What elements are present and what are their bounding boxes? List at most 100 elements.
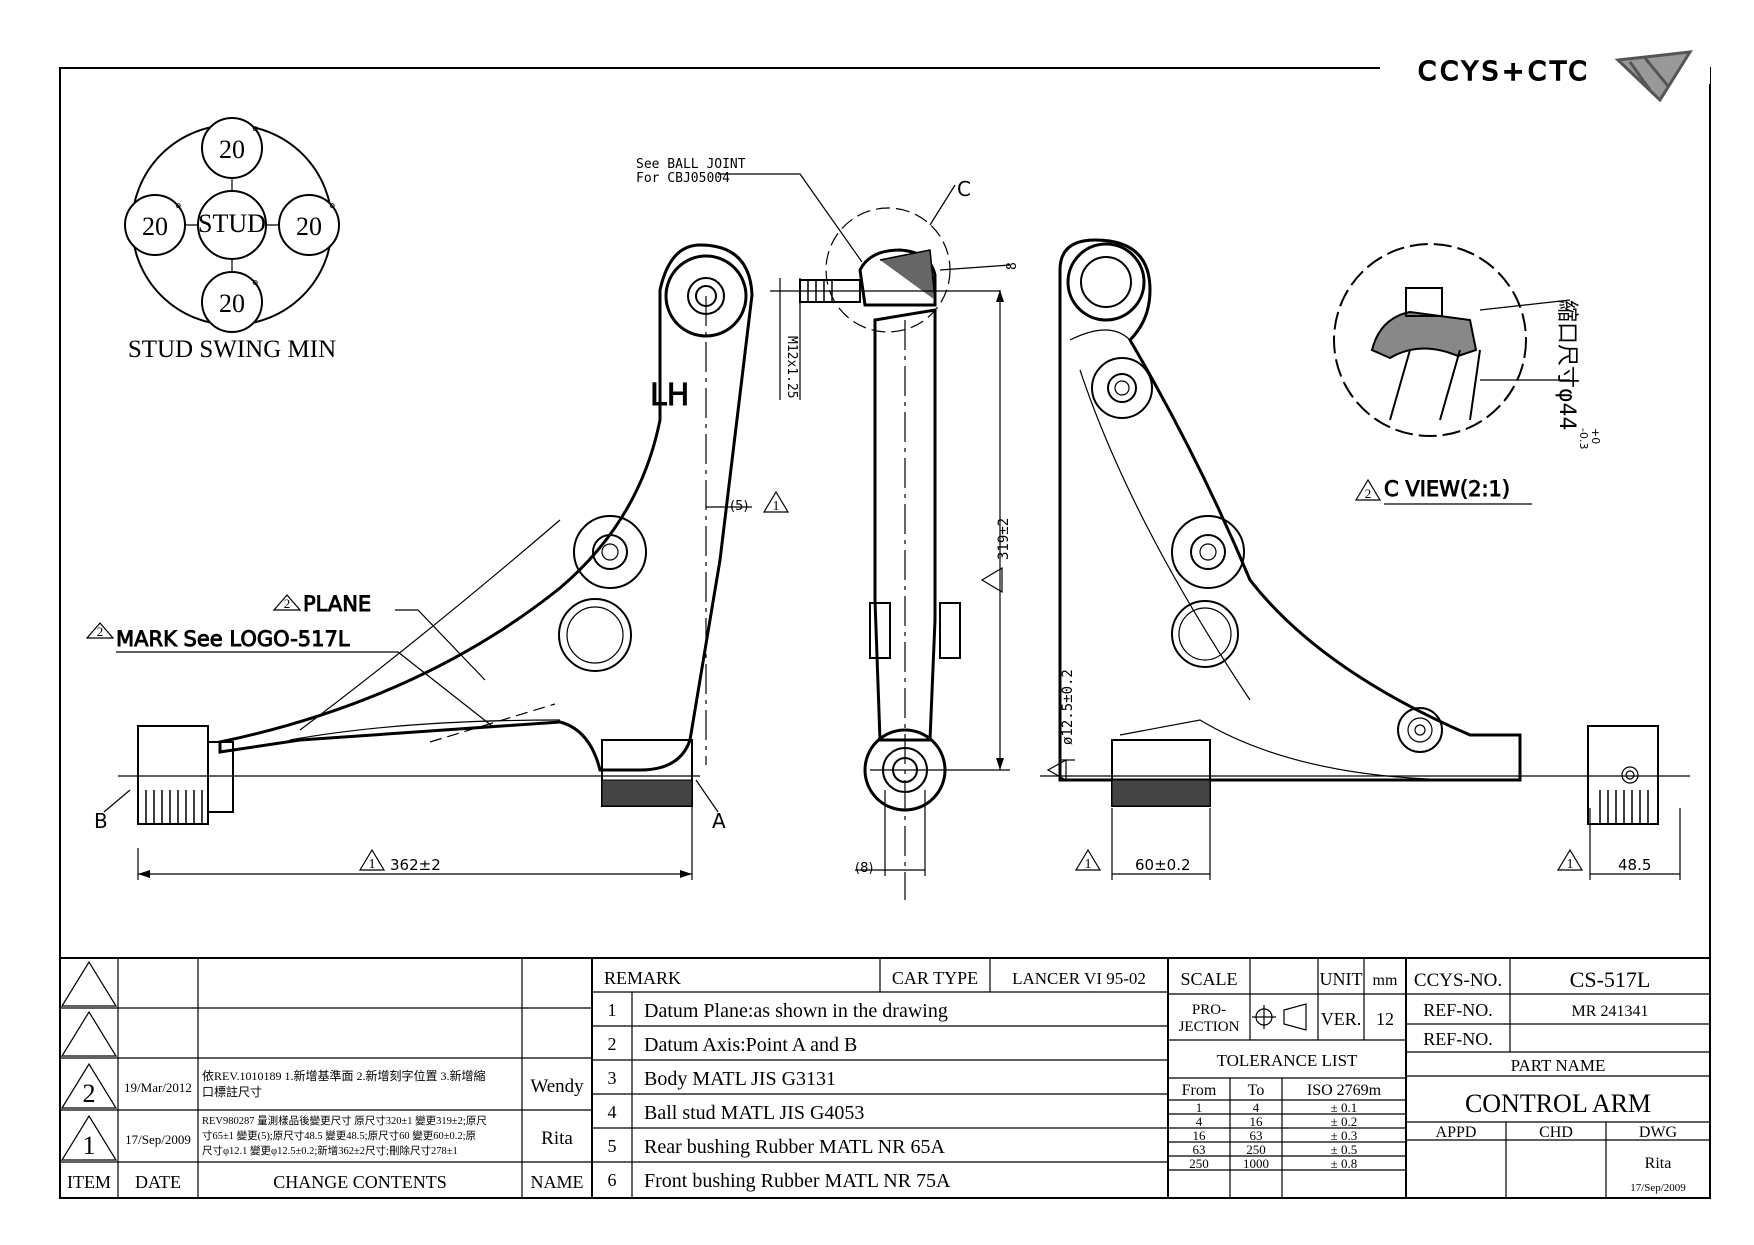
rev-item-2: 2	[83, 1079, 96, 1108]
tri2-cview: 2	[1365, 486, 1372, 501]
rev-contents-2b: 口標註尺寸	[202, 1085, 262, 1099]
swing-angle-left: 20	[142, 212, 168, 241]
tri1-dim5: 1	[773, 499, 780, 514]
shrink-tol-bot: -0.3	[1577, 428, 1590, 449]
dim-48-5: 48.5	[1618, 856, 1651, 874]
hole-2	[558, 598, 632, 672]
tri1-362: 1	[369, 857, 376, 872]
rev-date-2: 19/Mar/2012	[124, 1080, 192, 1095]
lh-label: LH	[650, 378, 689, 413]
ver-value: 12	[1376, 1009, 1394, 1029]
title-block: 2 1 19/Mar/2012 17/Sep/2009 依REV.1010189…	[59, 957, 1711, 1199]
swing-angle-top: 20	[219, 135, 245, 164]
unit-label: UNIT	[1320, 969, 1363, 989]
rev-contents-1c: 尺寸φ12.1 變更φ12.5±0.2;新增362±2尺寸;刪除尺寸278±1	[202, 1144, 458, 1157]
rear-bushing-right	[1587, 725, 1659, 825]
tol-r4-from: 63	[1193, 1142, 1206, 1157]
stud-swing-diagram: STUD 20 20 20 20 ° ° ° ° STUD SWING MIN	[124, 117, 340, 363]
hdr-item: ITEM	[67, 1172, 111, 1192]
dim-5: (5)	[730, 499, 748, 514]
chd-label: CHD	[1539, 1124, 1573, 1141]
tol-r1-from: 1	[1196, 1100, 1203, 1115]
stud-swing-caption: STUD SWING MIN	[128, 336, 336, 363]
projection-symbol-icon	[1252, 1003, 1307, 1031]
ball-joint-callout-2: For CBJ05004	[636, 171, 730, 186]
tol-r2-from: 4	[1196, 1114, 1203, 1129]
logo: CCYS+CTC	[1417, 50, 1693, 103]
dim-362: 362±2	[390, 856, 441, 874]
tri1-60: 1	[1085, 857, 1092, 872]
tol-r5-to: 1000	[1243, 1156, 1269, 1171]
tol-hdr-from: From	[1182, 1082, 1217, 1099]
dim-8a: (8)	[855, 861, 873, 876]
dwg-name: Rita	[1645, 1155, 1672, 1172]
tol-r3-to: 63	[1250, 1128, 1263, 1143]
tol-hdr-iso: ISO 2769m	[1307, 1082, 1382, 1099]
remark-no-5: 5	[608, 1136, 617, 1156]
c-view-label: C VIEW(2:1)	[1384, 477, 1510, 501]
swing-angle-bottom: 20	[219, 289, 245, 318]
stud-label: STUD	[198, 209, 266, 238]
tol-r4-val: ± 0.5	[1331, 1142, 1358, 1157]
tri1-48-5: 1	[1567, 857, 1574, 872]
middle-view: C See BALL JOINT For CBJ05004 M12x1.25 8…	[636, 157, 1020, 900]
hdr-contents: CHANGE CONTENTS	[273, 1172, 447, 1192]
tol-r1-to: 4	[1253, 1100, 1260, 1115]
swing-angle-right: 20	[296, 212, 322, 241]
unit-value: mm	[1373, 972, 1398, 989]
plane-label: PLANE	[303, 592, 371, 616]
shrink-tol-top: +0	[1589, 428, 1602, 444]
remark-header: REMARK	[604, 968, 681, 988]
left-view: 1 362±2 LH (5) 1 2 PLANE 2 MARK See LOGO…	[85, 243, 790, 880]
ref-no-value: MR 241341	[1572, 1003, 1649, 1020]
rev-contents-1b: 寸65±1 變更(5);原尺寸48.5 變更48.5;原尺寸60 變更60±0.…	[202, 1129, 476, 1142]
dwg-label: DWG	[1639, 1124, 1678, 1141]
part-name-label: PART NAME	[1511, 1056, 1606, 1075]
tolerance-title: TOLERANCE LIST	[1217, 1051, 1358, 1070]
remark-no-1: 1	[608, 1000, 617, 1020]
point-b-label: B	[94, 809, 108, 833]
ball-joint-body	[858, 248, 937, 307]
rev-name-1: Rita	[541, 1128, 573, 1149]
rev-item-1: 1	[83, 1131, 96, 1160]
remark-text-6: Front bushing Rubber MATL NR 75A	[644, 1170, 951, 1192]
hdr-name: NAME	[531, 1172, 584, 1192]
degree-right: °	[329, 201, 335, 218]
hole-1	[573, 515, 647, 589]
arm-outline-right	[1058, 238, 1522, 782]
dim-319: 319±2	[996, 518, 1012, 560]
remark-no-6: 6	[608, 1170, 617, 1190]
ccys-no-value: CS-517L	[1570, 967, 1651, 992]
tol-r3-from: 16	[1193, 1128, 1207, 1143]
tri2-mark: 2	[97, 624, 104, 639]
shrink-dim: 縮口尺寸φ44	[1554, 300, 1579, 431]
appd-label: APPD	[1436, 1124, 1477, 1141]
point-a-label: A	[712, 809, 726, 833]
tol-r1-val: ± 0.1	[1331, 1100, 1358, 1115]
logo-mark-icon	[1614, 50, 1693, 103]
tol-r5-from: 250	[1189, 1156, 1209, 1171]
hdr-date: DATE	[135, 1172, 181, 1192]
tol-r3-val: ± 0.3	[1331, 1128, 1358, 1143]
degree-left: °	[175, 201, 181, 218]
dwg-date: 17/Sep/2009	[1630, 1182, 1686, 1194]
car-type-value: LANCER VI 95-02	[1012, 969, 1146, 988]
ccys-no-label: CCYS-NO.	[1414, 970, 1502, 991]
remark-no-3: 3	[608, 1068, 617, 1088]
remark-text-3: Body MATL JIS G3131	[644, 1068, 836, 1090]
rev-name-2: Wendy	[530, 1076, 584, 1097]
tol-hdr-to: To	[1248, 1082, 1265, 1099]
ref-no2-label: REF-NO.	[1423, 1029, 1493, 1049]
c-view-detail: 縮口尺寸φ44 +0 -0.3 2 C VIEW(2:1)	[1333, 243, 1602, 505]
remark-text-1: Datum Plane:as shown in the drawing	[644, 1000, 948, 1022]
mark-label: MARK See LOGO-517L	[116, 627, 350, 651]
ball-joint-boss-right	[1066, 242, 1146, 322]
remark-no-4: 4	[608, 1102, 617, 1122]
dim-60: 60±0.2	[1135, 856, 1191, 874]
remark-text-2: Datum Axis:Point A and B	[644, 1034, 857, 1056]
remark-text-5: Rear bushing Rubber MATL NR 65A	[644, 1136, 945, 1158]
ref-no-label: REF-NO.	[1423, 1000, 1493, 1020]
remark-text-4: Ball stud MATL JIS G4053	[644, 1102, 864, 1124]
scale-label: SCALE	[1180, 969, 1237, 989]
